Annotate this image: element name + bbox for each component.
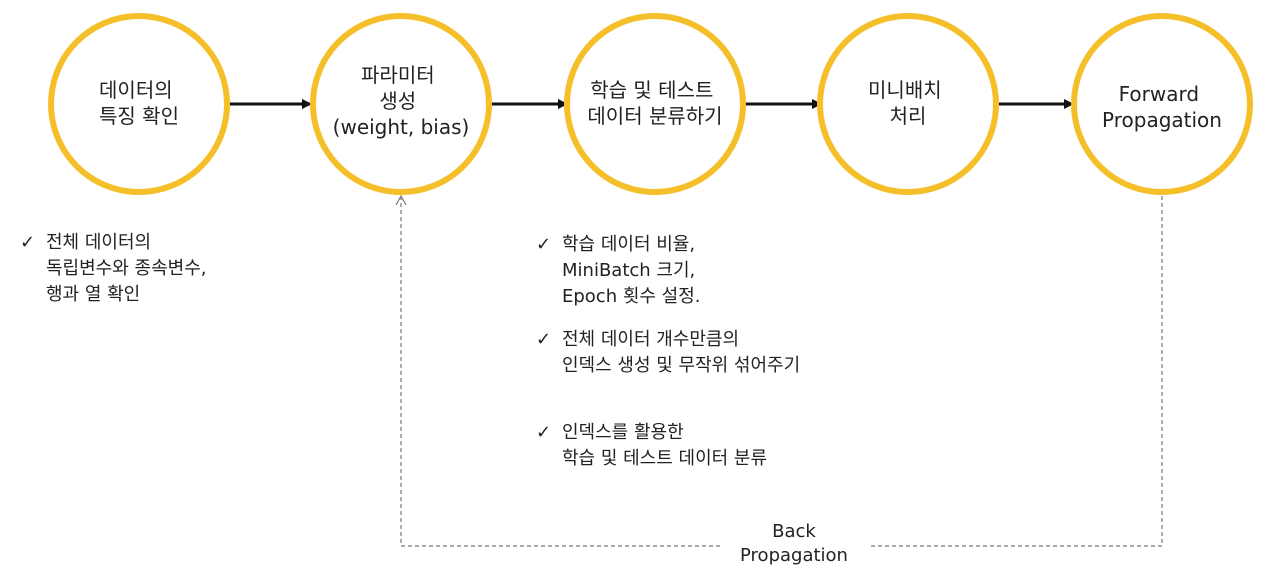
check-icon: ✓: [20, 232, 36, 253]
note-line: 인덱스 생성 및 무작위 섞어주기: [562, 355, 801, 376]
note-line: 행과 열 확인: [46, 284, 141, 305]
back-propagation-line2: Propagation: [740, 545, 848, 566]
note-line: 독립변수와 종속변수,: [46, 258, 207, 279]
check-icon: ✓: [536, 329, 552, 350]
step-2-label: 파라미터 생성 (weight, bias): [333, 63, 470, 139]
back-propagation-path: [400, 196, 1163, 547]
step-4-circle: [817, 13, 999, 195]
note-line: 학습 데이터 비율,: [562, 234, 696, 255]
back-propagation-line1: Back: [772, 521, 816, 542]
check-icon: ✓: [536, 422, 552, 443]
back-propagation-arrowhead: [395, 194, 407, 206]
note-index-shuffle: ✓ 전체 데이터 개수만큼의 인덱스 생성 및 무작위 섞어주기: [536, 327, 800, 379]
step-1-label: 데이터의 특징 확인: [99, 78, 179, 128]
note-line: Epoch 횟수 설정.: [562, 286, 701, 307]
note-line: 학습 및 테스트 데이터 분류: [562, 448, 768, 469]
step-1-circle: [48, 13, 230, 195]
step-3-circle: [564, 13, 746, 195]
note-line: MiniBatch 크기,: [562, 260, 696, 281]
step-5-circle: [1071, 13, 1253, 195]
step-5-label: Forward Propagation: [1102, 82, 1222, 132]
step-2-circle: [310, 13, 492, 195]
back-propagation-label: Back Propagation: [720, 520, 868, 568]
note-data-inspection: ✓ 전체 데이터의 독립변수와 종속변수, 행과 열 확인: [20, 230, 206, 308]
step-4-label: 미니배치 처리: [868, 78, 948, 128]
step-3-label: 학습 및 테스트 데이터 분류하기: [587, 78, 722, 128]
note-training-settings: ✓ 학습 데이터 비율, MiniBatch 크기, Epoch 횟수 설정.: [536, 232, 701, 310]
note-data-split: ✓ 인덱스를 활용한 학습 및 테스트 데이터 분류: [536, 420, 767, 472]
check-icon: ✓: [536, 234, 552, 255]
note-line: 인덱스를 활용한: [562, 422, 684, 443]
note-line: 전체 데이터의: [46, 232, 152, 253]
note-line: 전체 데이터 개수만큼의: [562, 329, 740, 350]
